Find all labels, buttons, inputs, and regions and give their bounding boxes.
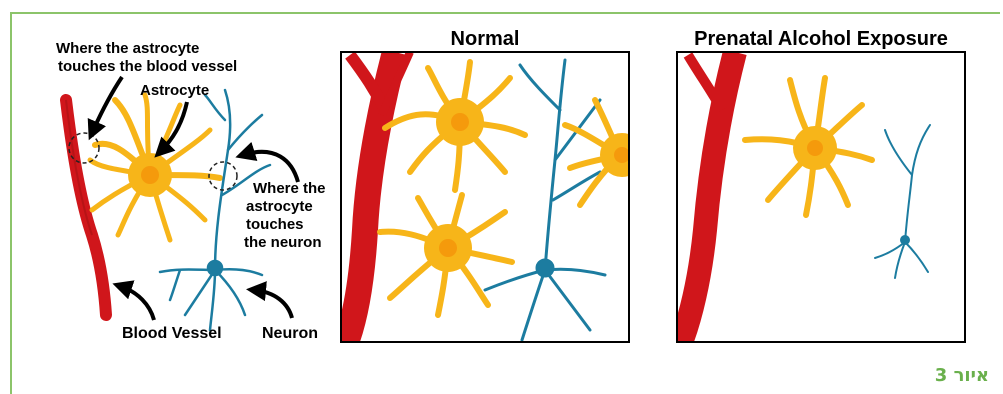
label-blood-vessel: Blood Vessel [122,325,222,342]
label-touch-vessel-2: touches the blood vessel [58,58,237,75]
label-touch-neuron-4: the neuron [244,234,322,251]
astrocyte-cell [90,95,220,240]
label-touch-vessel-1: Where the astrocyte [56,40,199,57]
label-touch-neuron-3: touches [246,216,304,233]
panel-title-normal: Normal [451,28,520,50]
label-touch-neuron-1: Where the [253,180,326,197]
panel-title-pae: Prenatal Alcohol Exposure [694,28,948,50]
label-neuron: Neuron [262,325,318,342]
figure-caption: איור 3 [935,365,989,386]
pae-panel-content [680,52,930,345]
arrow-to-neuron [254,290,292,318]
arrow-to-vessel [120,286,154,320]
normal-panel-content [345,52,644,345]
label-touch-neuron-2: astrocyte [246,198,313,215]
left-schematic: Where the astrocyte touches the blood ve… [56,40,326,342]
label-astrocyte: Astrocyte [140,82,209,99]
arrow-to-neuron-contact [243,152,298,182]
blood-vessel [66,100,106,315]
